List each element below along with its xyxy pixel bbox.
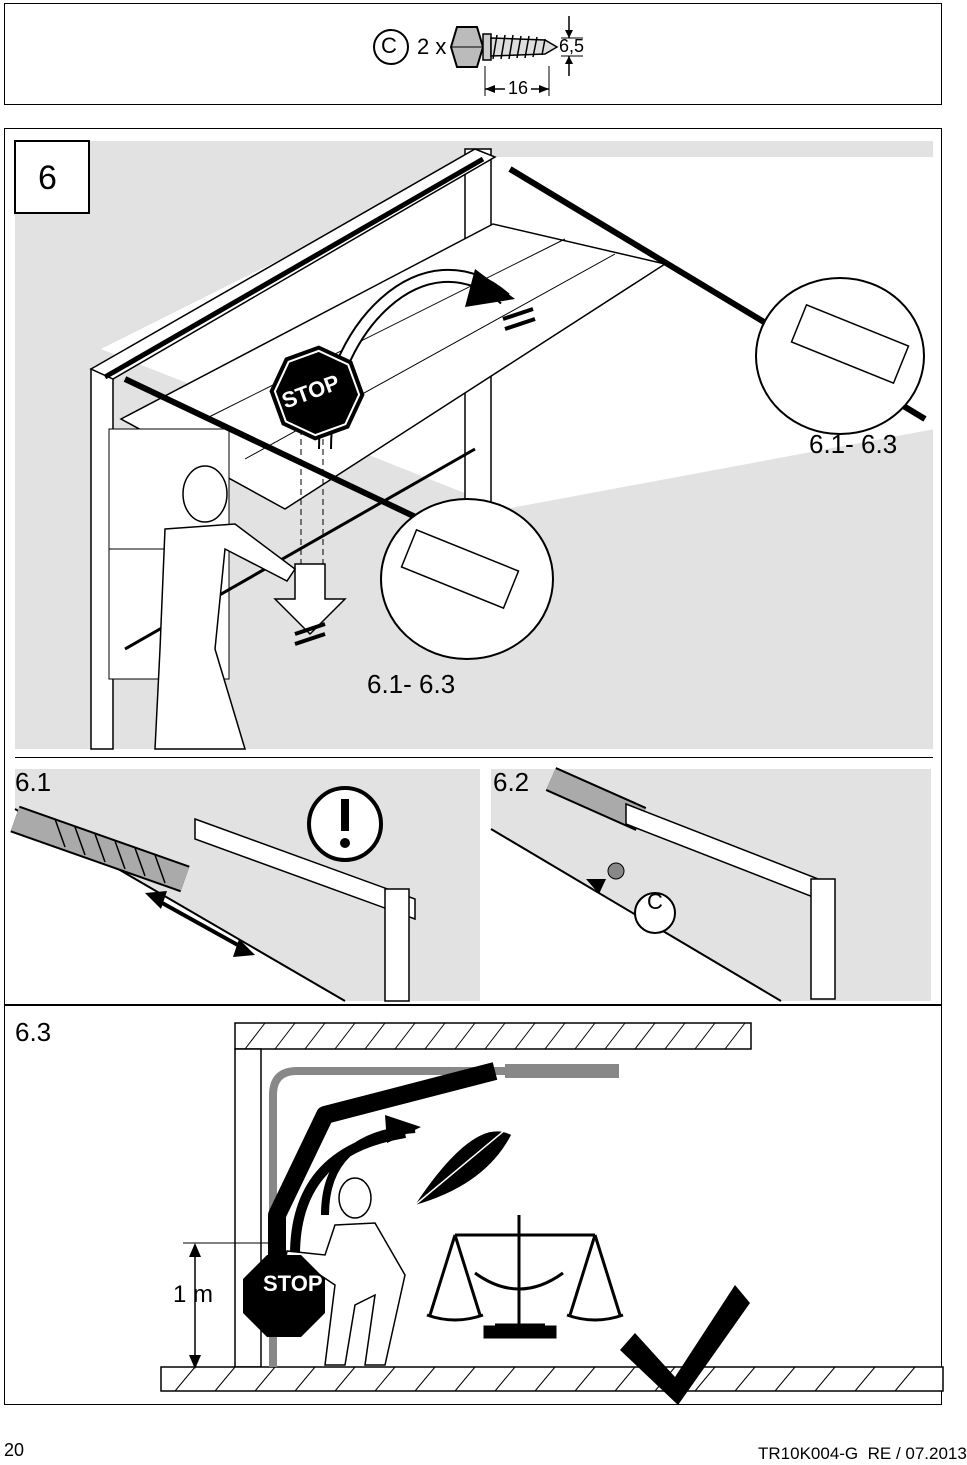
height-1m-label: 1 m <box>173 1281 214 1308</box>
stop-sign-label-6-3: STOP <box>263 1271 323 1296</box>
thread-size: 6,5 <box>559 36 585 56</box>
person-figure <box>154 465 297 750</box>
page-number: 20 <box>4 1440 25 1460</box>
substep-6-2-part-letter: C <box>647 889 663 914</box>
substep-6-3-label: 6.3 <box>15 1017 52 1047</box>
parts-box: C 2 x 6,5 16 <box>4 3 942 105</box>
step-6-panel: 6 STOP 6.1- 6.3 6.1- 6.3 6.1 <box>4 128 944 1405</box>
caption-right: 6.1- 6.3 <box>809 429 898 459</box>
part-quantity: 2 x <box>417 34 447 59</box>
garage-door-illustration <box>14 140 935 750</box>
substep-6-1-illustration <box>10 769 480 1002</box>
divider <box>15 757 933 758</box>
part-letter-c: C <box>381 33 397 58</box>
screw-length: 16 <box>508 78 529 98</box>
document-code: TR10K004-G RE / 07.2013 <box>758 1444 967 1463</box>
step-number: 6 <box>38 159 57 197</box>
substep-6-3-illustration <box>160 1022 944 1405</box>
divider-2 <box>5 1004 941 1006</box>
screw-diagram <box>373 16 583 96</box>
caption-bottom: 6.1- 6.3 <box>367 669 456 699</box>
substep-6-2-illustration <box>490 767 931 1002</box>
substep-6-1-label: 6.1 <box>15 767 52 797</box>
substep-6-2-label: 6.2 <box>493 767 530 797</box>
